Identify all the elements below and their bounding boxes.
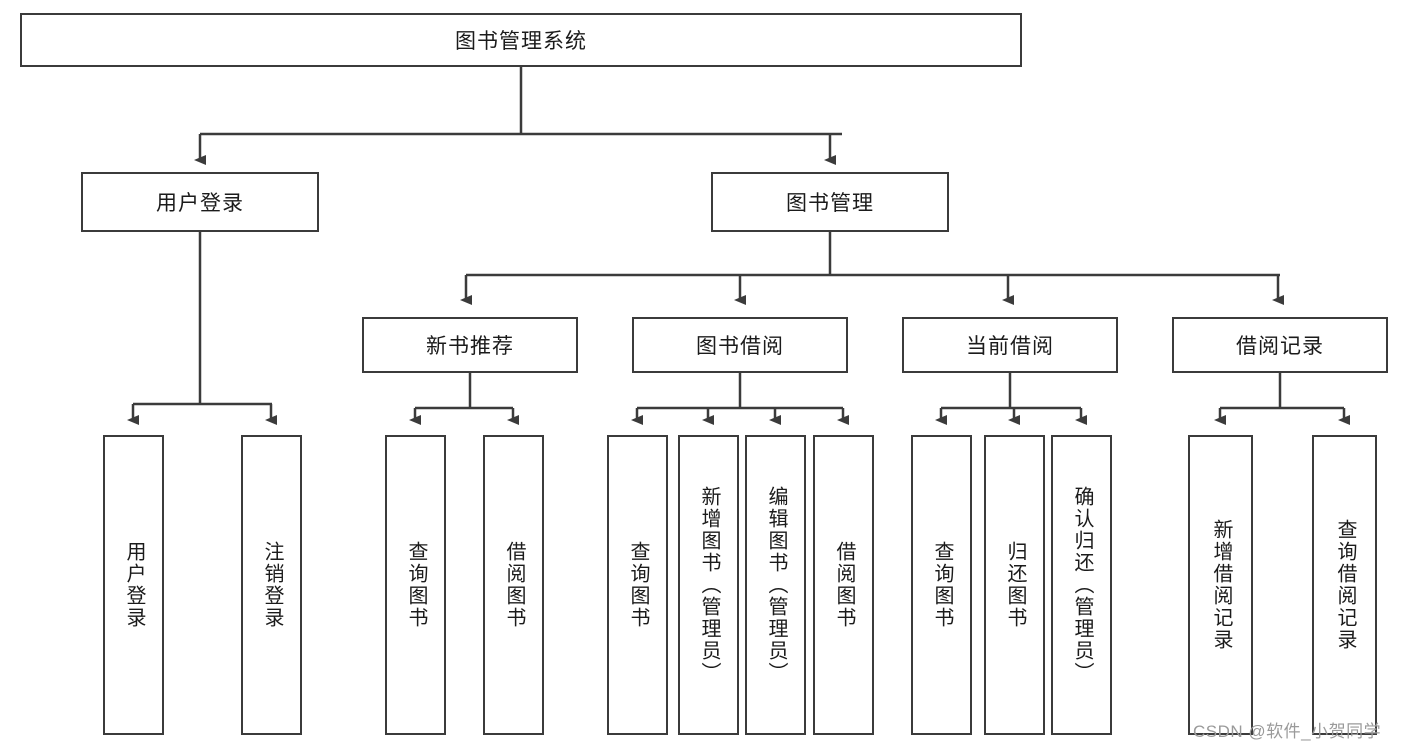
root-connectors xyxy=(194,67,842,165)
current-borrow-connectors xyxy=(935,373,1087,425)
new-book-connectors xyxy=(409,373,519,425)
leaf-query-borrow-record-label: 查询借阅记录 xyxy=(1334,519,1356,651)
node-root-label: 图书管理系统 xyxy=(455,30,587,53)
leaf-user-login-label: 用户登录 xyxy=(123,541,145,629)
node-user-login-label: 用户登录 xyxy=(156,192,244,215)
leaf-query-book-recommend[interactable]: 查询图书 xyxy=(385,435,446,735)
leaf-logout[interactable]: 注销登录 xyxy=(241,435,302,735)
leaf-query-borrow-record[interactable]: 查询借阅记录 xyxy=(1312,435,1377,735)
node-root[interactable]: 图书管理系统 xyxy=(20,13,1022,67)
leaf-query-book-borrow-label: 查询图书 xyxy=(627,541,649,629)
node-new-book-recommend-label: 新书推荐 xyxy=(426,335,514,358)
leaf-add-borrow-record-label: 新增借阅记录 xyxy=(1210,519,1232,651)
watermark: CSDN @软件_小贺同学 xyxy=(1193,722,1382,741)
leaf-add-book-admin-label: 新增图书（管理员） xyxy=(698,486,720,684)
node-borrow-record[interactable]: 借阅记录 xyxy=(1172,317,1388,373)
leaf-query-book-current-label: 查询图书 xyxy=(931,541,953,629)
leaf-add-borrow-record[interactable]: 新增借阅记录 xyxy=(1188,435,1253,735)
leaf-query-book-current[interactable]: 查询图书 xyxy=(911,435,972,735)
user-login-connectors xyxy=(127,232,277,425)
node-book-management-label: 图书管理 xyxy=(786,192,874,215)
node-current-borrow[interactable]: 当前借阅 xyxy=(902,317,1118,373)
borrow-record-connectors xyxy=(1214,373,1350,425)
leaf-borrow-book[interactable]: 借阅图书 xyxy=(813,435,874,735)
leaf-user-login[interactable]: 用户登录 xyxy=(103,435,164,735)
node-book-borrow-label: 图书借阅 xyxy=(696,335,784,358)
leaf-return-book-label: 归还图书 xyxy=(1004,541,1026,629)
node-borrow-record-label: 借阅记录 xyxy=(1236,335,1324,358)
book-borrow-connectors xyxy=(631,373,849,425)
node-new-book-recommend[interactable]: 新书推荐 xyxy=(362,317,578,373)
leaf-query-book-recommend-label: 查询图书 xyxy=(405,541,427,629)
node-book-management[interactable]: 图书管理 xyxy=(711,172,949,232)
leaf-borrow-book-label: 借阅图书 xyxy=(833,541,855,629)
node-user-login[interactable]: 用户登录 xyxy=(81,172,319,232)
node-current-borrow-label: 当前借阅 xyxy=(966,335,1054,358)
book-manage-connectors xyxy=(460,232,1284,305)
leaf-query-book-borrow[interactable]: 查询图书 xyxy=(607,435,668,735)
leaf-edit-book-admin[interactable]: 编辑图书（管理员） xyxy=(745,435,806,735)
leaf-logout-label: 注销登录 xyxy=(261,541,283,629)
leaf-borrow-book-recommend-label: 借阅图书 xyxy=(503,541,525,629)
leaf-borrow-book-recommend[interactable]: 借阅图书 xyxy=(483,435,544,735)
leaf-add-book-admin[interactable]: 新增图书（管理员） xyxy=(678,435,739,735)
leaf-confirm-return-admin-label: 确认归还（管理员） xyxy=(1071,486,1093,684)
node-book-borrow[interactable]: 图书借阅 xyxy=(632,317,848,373)
leaf-return-book[interactable]: 归还图书 xyxy=(984,435,1045,735)
leaf-confirm-return-admin[interactable]: 确认归还（管理员） xyxy=(1051,435,1112,735)
leaf-edit-book-admin-label: 编辑图书（管理员） xyxy=(765,486,787,684)
